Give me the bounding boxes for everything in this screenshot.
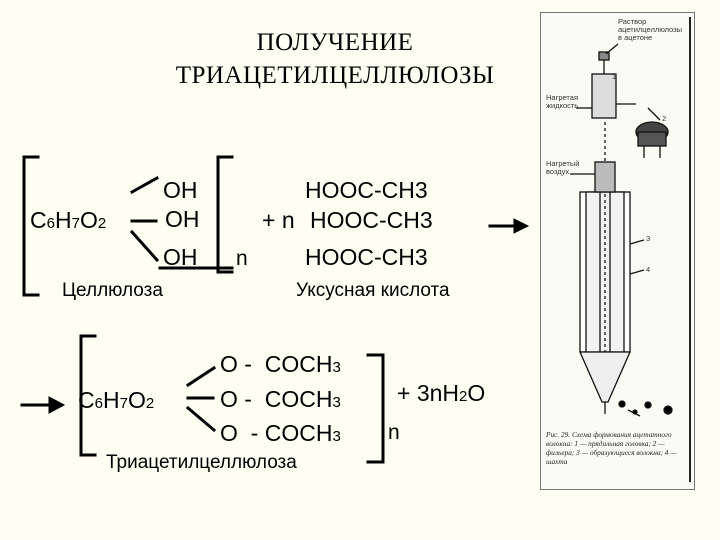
label-num-1: 1 (612, 72, 617, 81)
acid-group-3: HOOC-CH3 (305, 244, 428, 270)
label-heated-liquid: Нагретая жидкость (546, 93, 579, 110)
acid-group-2: HOOC-CH3 (310, 207, 433, 233)
bond2-bot (185, 405, 217, 433)
ester-group-3: O - COCH3 (220, 420, 341, 446)
acid-caption: Уксусная кислота (296, 280, 450, 301)
label-num-3: 3 (646, 234, 651, 243)
bond-line-bot (129, 229, 160, 263)
title-line-2: ТРИАЦЕТИЛЦЕЛЛЮЛОЗЫ (175, 62, 495, 89)
reaction-arrow-1-head (513, 218, 530, 234)
water-product: + 3nH2O (397, 380, 486, 406)
left-bracket (22, 155, 40, 297)
title-line-1: ПОЛУЧЕНИЕ (256, 29, 414, 56)
bracket-2-left (79, 334, 97, 457)
bond-line-top (129, 175, 160, 195)
label-heated-air: Нагретый воздух (546, 159, 580, 176)
bracket-2-right (366, 353, 385, 464)
inner-bracket-left (216, 155, 234, 274)
n-subscript-1: n (236, 247, 248, 270)
reaction-arrow-2-head (48, 396, 66, 414)
bond2-top (185, 365, 217, 388)
label-num-4: 4 (646, 265, 651, 274)
spinning-apparatus-figure: Раствор ацетилцеллюлозы в ацетоне Нагрет… (540, 12, 695, 490)
ester-group-2: O - COCH3 (220, 386, 341, 412)
ester-group-1: O - COCH3 (220, 351, 341, 377)
label-solution: Раствор ацетилцеллюлозы в ацетоне (618, 17, 683, 42)
oh-group-1: OH (163, 177, 198, 203)
acid-group-1: HOOC-CH3 (305, 177, 428, 203)
oh-group-2: OH (165, 206, 200, 232)
label-num-2: 2 (662, 114, 667, 123)
triacetate-core-formula: C6H7O2 (78, 387, 155, 413)
triacetate-caption: Триацетилцеллюлоза (106, 452, 297, 473)
reaction-1-bonds (20, 155, 530, 464)
n-subscript-2: n (388, 421, 400, 444)
figure-caption: Рис. 29. Схема формования ацетатного вол… (546, 430, 677, 466)
page-title: ПОЛУЧЕНИЕ ТРИАЦЕТИЛЦЕЛЛЮЛОЗЫ (120, 26, 550, 92)
cellulose-caption: Целлюлоза (62, 280, 163, 301)
coefficient-n: + n (262, 207, 295, 233)
spinning-apparatus-drawing (540, 12, 695, 490)
oh-group-3: OH (163, 244, 198, 270)
cellulose-formula: C6H7O2 (30, 207, 107, 233)
